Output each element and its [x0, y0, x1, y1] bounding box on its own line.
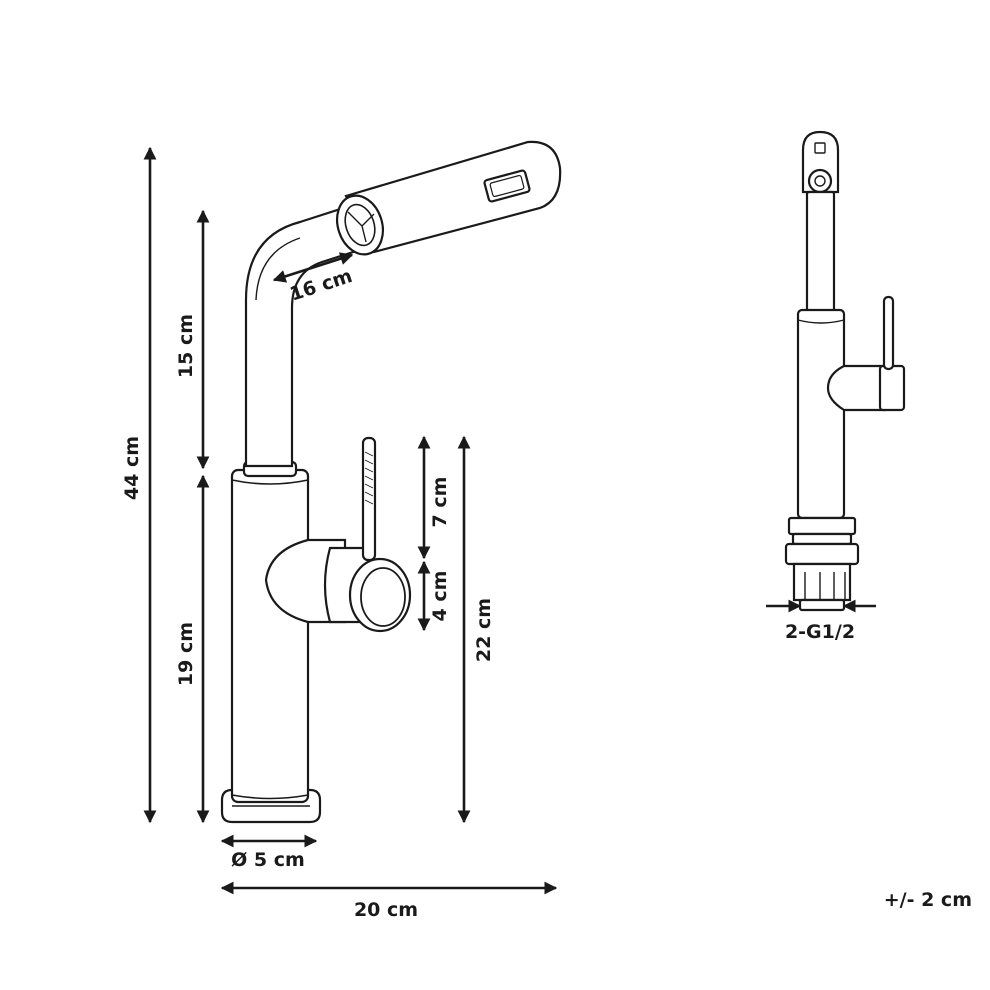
upper-spout-label: 15 cm: [175, 314, 197, 378]
handle-diameter-label: 4 cm: [429, 571, 451, 622]
total-height-label: 44 cm: [121, 436, 143, 500]
faucet-body: [230, 468, 310, 804]
dimension-spout-outlet-height: 22 cm: [457, 435, 495, 824]
connection-label: 2-G1/2: [785, 621, 855, 643]
dimension-lever-height: 7 cm: [417, 435, 451, 560]
total-width-label: 20 cm: [354, 899, 418, 921]
side-handle: [826, 295, 906, 412]
faucet-side-view: [784, 130, 906, 612]
dimension-total-height: 44 cm: [121, 146, 157, 824]
dimension-base-diameter: Ø 5 cm: [220, 834, 318, 871]
dimension-handle-diameter: 4 cm: [417, 560, 451, 632]
spout-head: [336, 140, 562, 256]
side-body: [796, 308, 846, 520]
faucet-handle: [264, 436, 412, 633]
faucet-front-view: [220, 140, 562, 824]
side-spout-tube: [805, 190, 836, 314]
dimension-connection: 2-G1/2: [766, 599, 876, 643]
spout-outlet-height-label: 22 cm: [473, 598, 495, 662]
tolerance-note: +/- 2 cm: [884, 889, 972, 911]
dimension-total-width: 20 cm: [220, 881, 558, 921]
side-connector: [784, 516, 860, 612]
lever-height-label: 7 cm: [429, 477, 451, 528]
dimension-upper-spout: 15 cm: [175, 209, 210, 470]
dimension-lower-body: 19 cm: [175, 474, 210, 824]
base-diameter-label: Ø 5 cm: [231, 849, 305, 871]
lower-body-label: 19 cm: [175, 622, 197, 686]
side-spout-head: [801, 130, 840, 194]
